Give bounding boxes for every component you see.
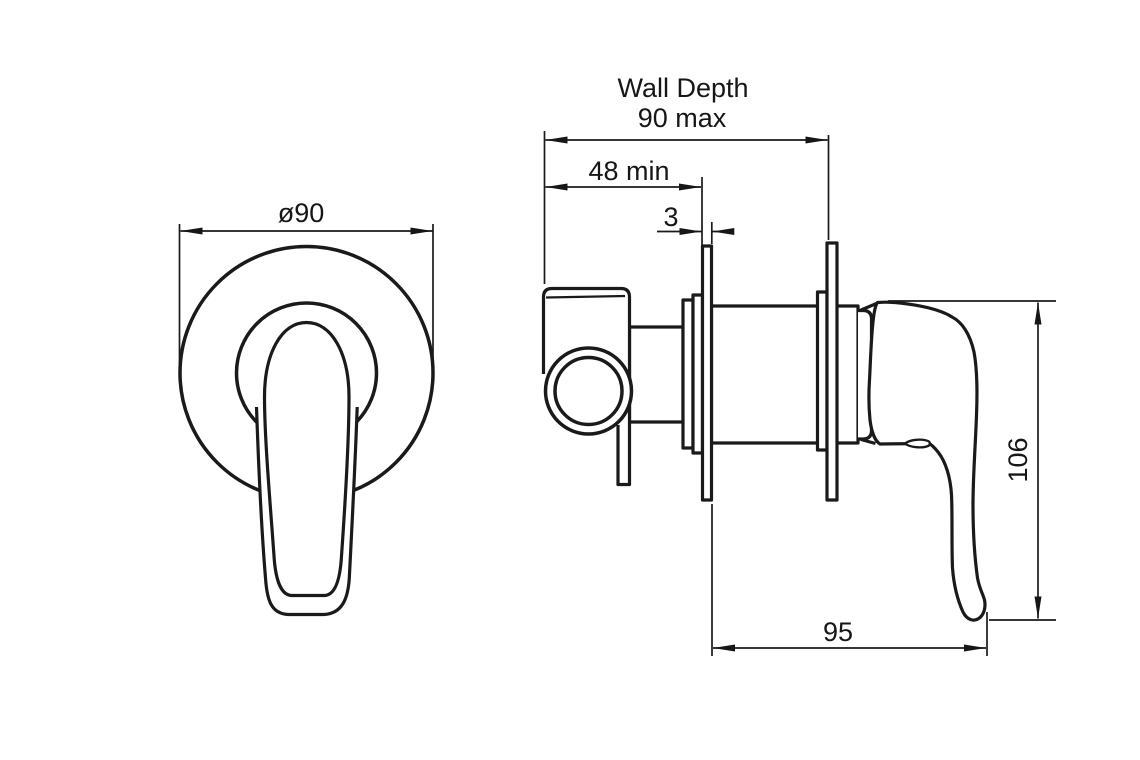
handle-base-bottom-edge xyxy=(860,437,876,446)
front-view: ø90 xyxy=(178,198,435,617)
handle-grip-face xyxy=(262,320,351,598)
handle-underside-detail xyxy=(903,438,932,449)
wall-depth-max-value: 90 max xyxy=(638,103,727,133)
elbow-edge-line xyxy=(545,294,626,299)
projection-value: 95 xyxy=(823,617,853,647)
height-dimension: 106 xyxy=(888,300,1056,621)
wall-plate xyxy=(825,241,839,502)
diameter-dimension: ø90 xyxy=(178,198,434,374)
plate-thickness-value: 3 xyxy=(663,202,678,232)
inlet-opening-outer xyxy=(543,346,634,436)
inlet-opening-inner xyxy=(553,355,624,427)
lever-handle xyxy=(867,300,987,622)
mounting-plate xyxy=(700,244,714,502)
wall-depth-dimension: Wall Depth 90 max xyxy=(543,73,830,284)
plate-thickness-dimension: 3 xyxy=(657,202,735,244)
supply-pipe xyxy=(627,325,685,424)
wall-depth-label: Wall Depth xyxy=(617,73,748,103)
handle-base-top-edge xyxy=(860,302,878,312)
min-depth-value: 48 min xyxy=(588,156,669,186)
diameter-label: ø90 xyxy=(278,198,325,228)
height-value: 106 xyxy=(1003,437,1033,482)
min-depth-dimension: 48 min xyxy=(545,156,703,245)
projection-dimension: 95 xyxy=(711,504,988,656)
side-view: Wall Depth 90 max 48 min 3 106 xyxy=(541,73,1056,656)
